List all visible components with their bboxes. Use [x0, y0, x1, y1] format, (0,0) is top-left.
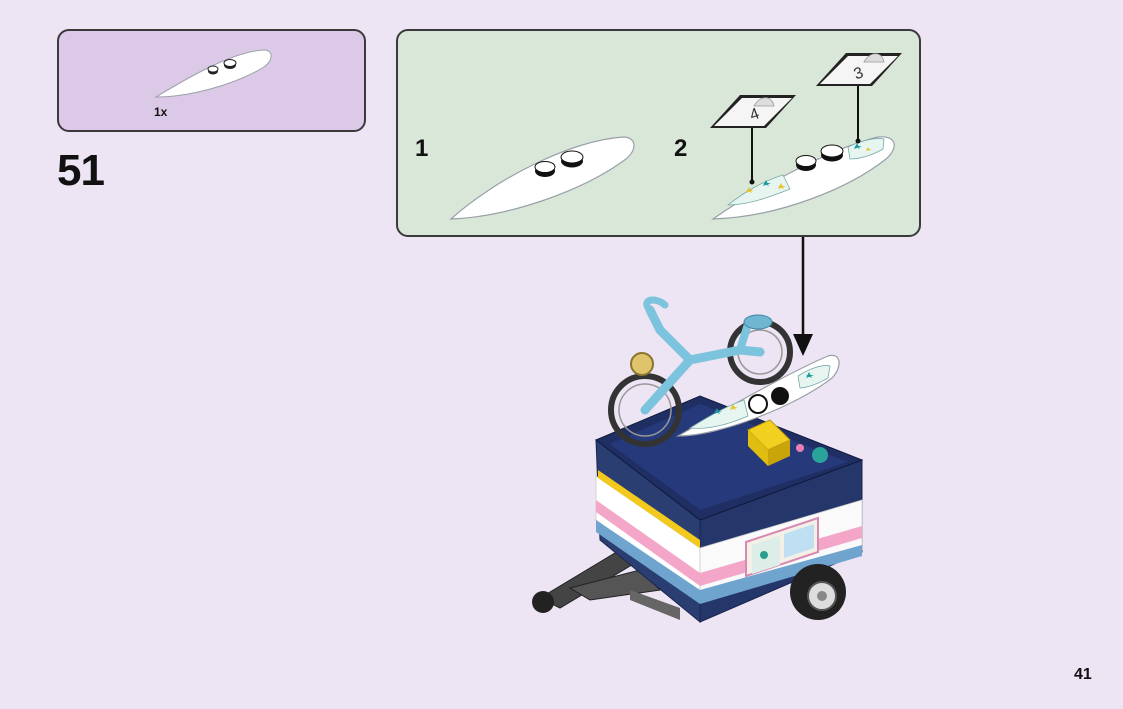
page-number: 41	[1074, 666, 1092, 684]
arrow-head-icon	[793, 334, 813, 356]
